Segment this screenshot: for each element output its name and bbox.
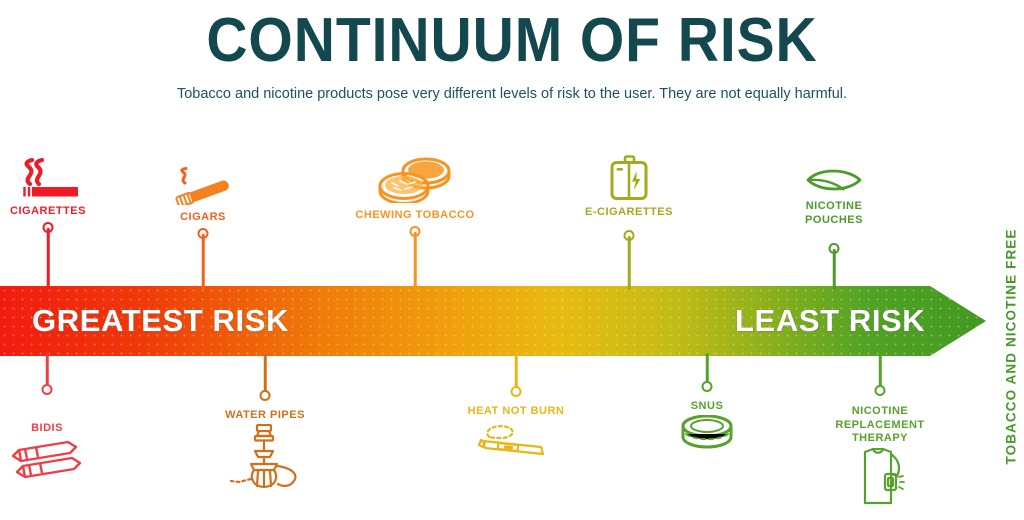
product-label-line-3: THERAPY	[851, 432, 909, 444]
connector-stem-nicotine-pouches	[832, 249, 836, 290]
chewing-tobacco-tin-icon	[375, 155, 455, 203]
connector-stem-heat-not-burn	[514, 353, 518, 388]
connector-stem-chewing-tobacco	[413, 232, 417, 290]
product-label-e-cigarettes: E-CIGARETTES	[585, 206, 673, 218]
product-label-heat-not-burn: HEAT NOT BURN	[467, 405, 565, 417]
connector-stem-nrt	[878, 353, 882, 387]
cigar-icon	[169, 167, 237, 205]
risk-continuum-bar	[0, 286, 986, 356]
product-label-line-1: NICOTINE	[805, 200, 863, 212]
nicotine-patch-icon	[844, 448, 916, 508]
product-label-cigarettes: CIGARETTES	[10, 205, 86, 217]
product-label-nicotine-replacement-therapy: NICOTINE REPLACEMENT THERAPY	[835, 405, 924, 446]
page-title: CONTINUUM OF RISK	[206, 6, 818, 75]
connector-stem-snus	[705, 353, 709, 383]
connector-dot-water-pipes	[259, 390, 271, 401]
snus-tin-icon	[679, 415, 735, 449]
connector-dot-snus	[701, 381, 713, 392]
bidis-icon	[5, 440, 89, 484]
connector-stem-e-cigarettes	[627, 236, 631, 290]
product-label-snus: SNUS	[690, 400, 724, 412]
product-label-line-1: NICOTINE	[851, 405, 909, 417]
product-label-line-2: REPLACEMENT	[835, 418, 925, 431]
product-label-line-2: POUCHES	[805, 213, 863, 226]
greatest-risk-label: GREATEST RISK	[32, 303, 289, 338]
vape-device-icon	[601, 155, 657, 201]
tobacco-nicotine-free-axis-label: TOBACCO AND NICOTINE FREE	[1000, 196, 1022, 496]
connector-dot-nrt	[874, 385, 886, 396]
page-subtitle: Tobacco and nicotine products pose very …	[176, 86, 848, 102]
connector-stem-cigarettes	[46, 228, 50, 290]
hookah-icon	[220, 424, 310, 490]
nicotine-pouch-icon	[802, 166, 866, 196]
connector-stem-cigars	[201, 234, 205, 290]
connector-stem-water-pipes	[263, 353, 267, 392]
connector-dot-bidis	[41, 384, 53, 395]
product-label-cigars: CIGARS	[180, 211, 226, 223]
heated-tobacco-device-icon	[470, 420, 562, 464]
least-risk-label: LEAST RISK	[735, 303, 926, 338]
cigarette-icon	[12, 158, 84, 200]
product-label-nicotine-pouches: NICOTINE POUCHES	[805, 200, 863, 227]
product-label-chewing-tobacco: CHEWING TOBACCO	[355, 209, 475, 221]
product-label-bidis: BIDIS	[31, 422, 63, 434]
product-label-water-pipes: WATER PIPES	[225, 409, 305, 421]
connector-dot-heat-not-burn	[510, 386, 522, 397]
side-label-text: TOBACCO AND NICOTINE FREE	[1003, 227, 1019, 465]
connector-stem-bidis	[45, 353, 49, 386]
